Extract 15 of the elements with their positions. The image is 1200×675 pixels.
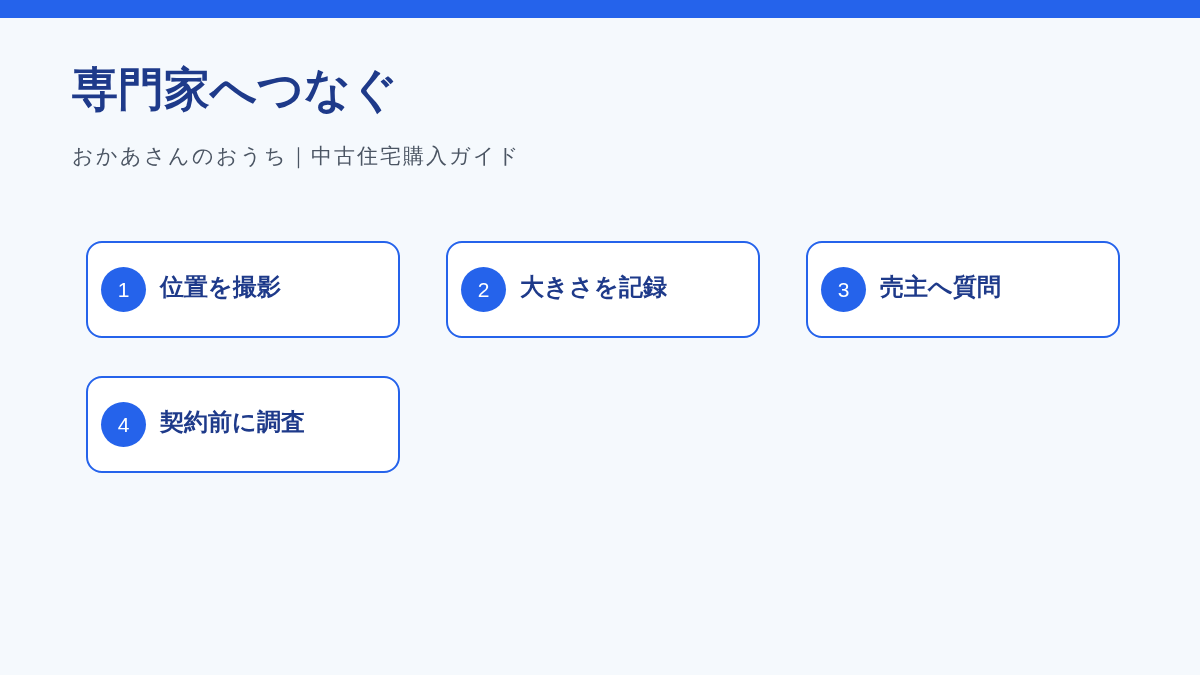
step-card: [446, 241, 760, 338]
step-card: [86, 241, 400, 338]
step-label: 契約前に調査: [160, 407, 305, 437]
top-band: [0, 0, 1200, 18]
number-circle: 1: [101, 267, 146, 312]
step-card: [806, 241, 1120, 338]
step-label: 売主へ質問: [880, 272, 1001, 302]
number-circle: 2: [461, 267, 506, 312]
step-label: 位置を撮影: [160, 272, 281, 302]
title: 専門家へつなぐ: [72, 62, 398, 117]
number-circle: 4: [101, 402, 146, 447]
number-circle: 3: [821, 267, 866, 312]
step-card: [86, 376, 400, 473]
step-label: 大きさを記録: [520, 272, 667, 302]
subtitle: おかあさんのおうち｜中古住宅購入ガイド: [72, 143, 521, 170]
